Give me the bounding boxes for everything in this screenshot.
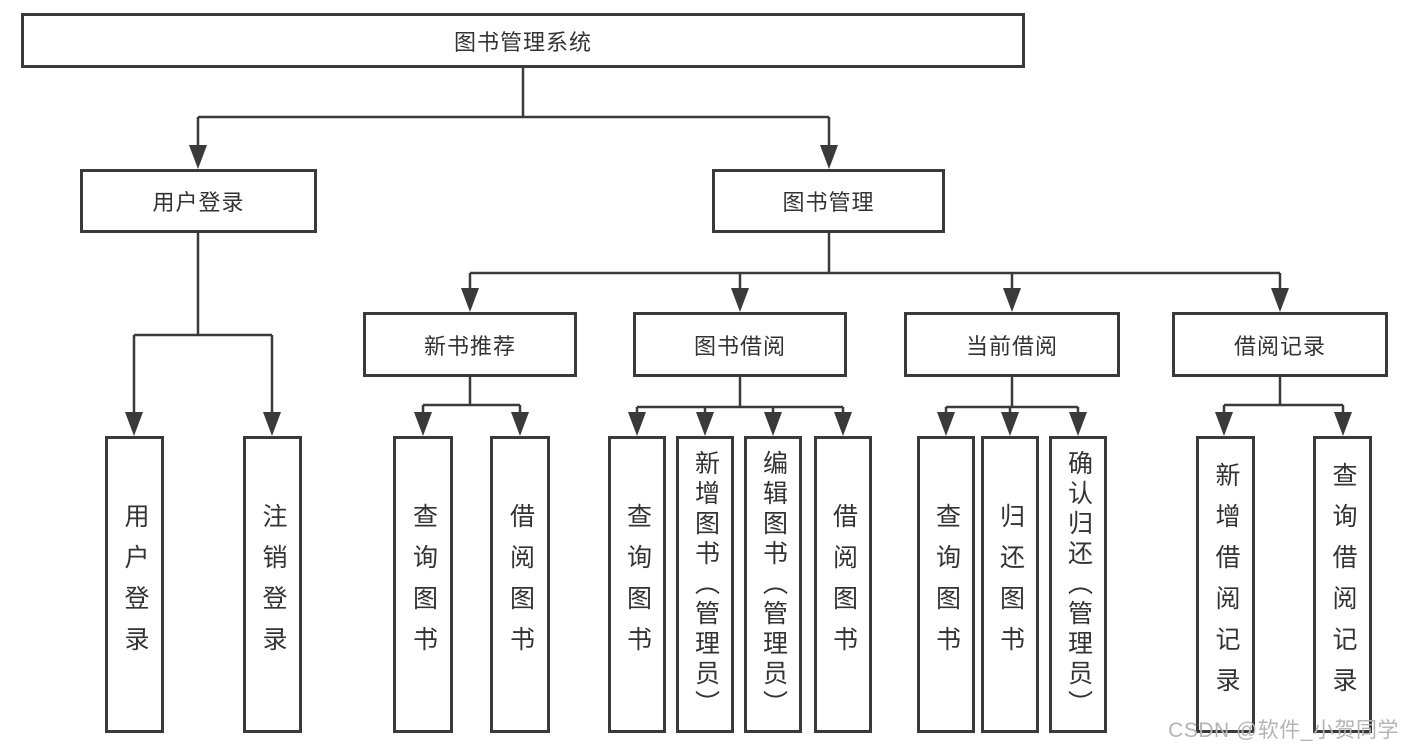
node-label: 用户登录 bbox=[152, 190, 245, 215]
leaf-label: 查询图书 bbox=[623, 502, 652, 667]
leaf-label: 借阅图书 bbox=[829, 502, 858, 667]
leaf-confirm-return-admin: 确认归还（管理员） bbox=[1049, 436, 1107, 733]
node-label: 当前借阅 bbox=[965, 333, 1058, 359]
node-label: 图书管理系统 bbox=[453, 29, 592, 55]
node-book-borrowing: 图书借阅 bbox=[633, 312, 847, 377]
node-book-management: 图书管理 bbox=[712, 169, 945, 233]
leaf-query-books-borrowing: 查询图书 bbox=[608, 436, 666, 733]
node-library-system: 图书管理系统 bbox=[21, 13, 1025, 68]
leaf-edit-book-admin: 编辑图书（管理员） bbox=[744, 436, 802, 733]
leaf-label: 查询图书 bbox=[409, 502, 438, 667]
leaf-label: 归还图书 bbox=[996, 502, 1025, 667]
leaf-query-books-current: 查询图书 bbox=[917, 436, 975, 733]
connector-book-borrowing bbox=[635, 377, 845, 413]
node-label: 借阅记录 bbox=[1233, 333, 1326, 359]
leaf-borrow-books-recommend: 借阅图书 bbox=[490, 436, 550, 733]
connector-book-management bbox=[468, 233, 1282, 289]
connector-current-borrowing bbox=[944, 377, 1080, 413]
leaf-query-books-recommend: 查询图书 bbox=[393, 436, 453, 733]
watermark: CSDN @软件_小贺同学 bbox=[1168, 719, 1399, 742]
connector-root bbox=[196, 68, 831, 146]
node-borrowing-records: 借阅记录 bbox=[1172, 312, 1388, 377]
node-current-borrowing: 当前借阅 bbox=[904, 312, 1120, 377]
leaf-add-book-admin: 新增图书（管理员） bbox=[676, 436, 734, 733]
leaf-return-books: 归还图书 bbox=[981, 436, 1039, 733]
node-user-login: 用户登录 bbox=[80, 169, 317, 233]
leaf-label: 注销登录 bbox=[259, 502, 287, 667]
leaf-add-borrow-record: 新增借阅记录 bbox=[1196, 436, 1255, 733]
node-label: 新书推荐 bbox=[423, 333, 516, 359]
leaf-label: 确认归还（管理员） bbox=[1064, 449, 1093, 720]
leaf-label: 新增借阅记录 bbox=[1212, 461, 1240, 708]
node-label: 图书借阅 bbox=[693, 333, 786, 359]
leaf-borrow-books-borrowing: 借阅图书 bbox=[814, 436, 872, 733]
leaf-label: 查询图书 bbox=[932, 502, 961, 667]
arrowheads bbox=[125, 145, 1352, 436]
leaf-query-borrow-record: 查询借阅记录 bbox=[1313, 436, 1372, 733]
node-new-book-recommend: 新书推荐 bbox=[363, 312, 577, 377]
leaf-label: 编辑图书（管理员） bbox=[759, 449, 788, 720]
leaf-logout: 注销登录 bbox=[243, 436, 302, 733]
connector-new-book-recommend bbox=[421, 377, 522, 413]
leaf-label: 借阅图书 bbox=[506, 502, 535, 667]
connector-user-login bbox=[132, 233, 274, 413]
connector-borrowing-records bbox=[1222, 377, 1345, 413]
leaf-user-login: 用户登录 bbox=[105, 436, 164, 733]
leaf-label: 新增图书（管理员） bbox=[691, 449, 720, 720]
leaf-label: 查询借阅记录 bbox=[1329, 461, 1357, 708]
leaf-label: 用户登录 bbox=[121, 502, 149, 667]
node-label: 图书管理 bbox=[782, 190, 875, 215]
